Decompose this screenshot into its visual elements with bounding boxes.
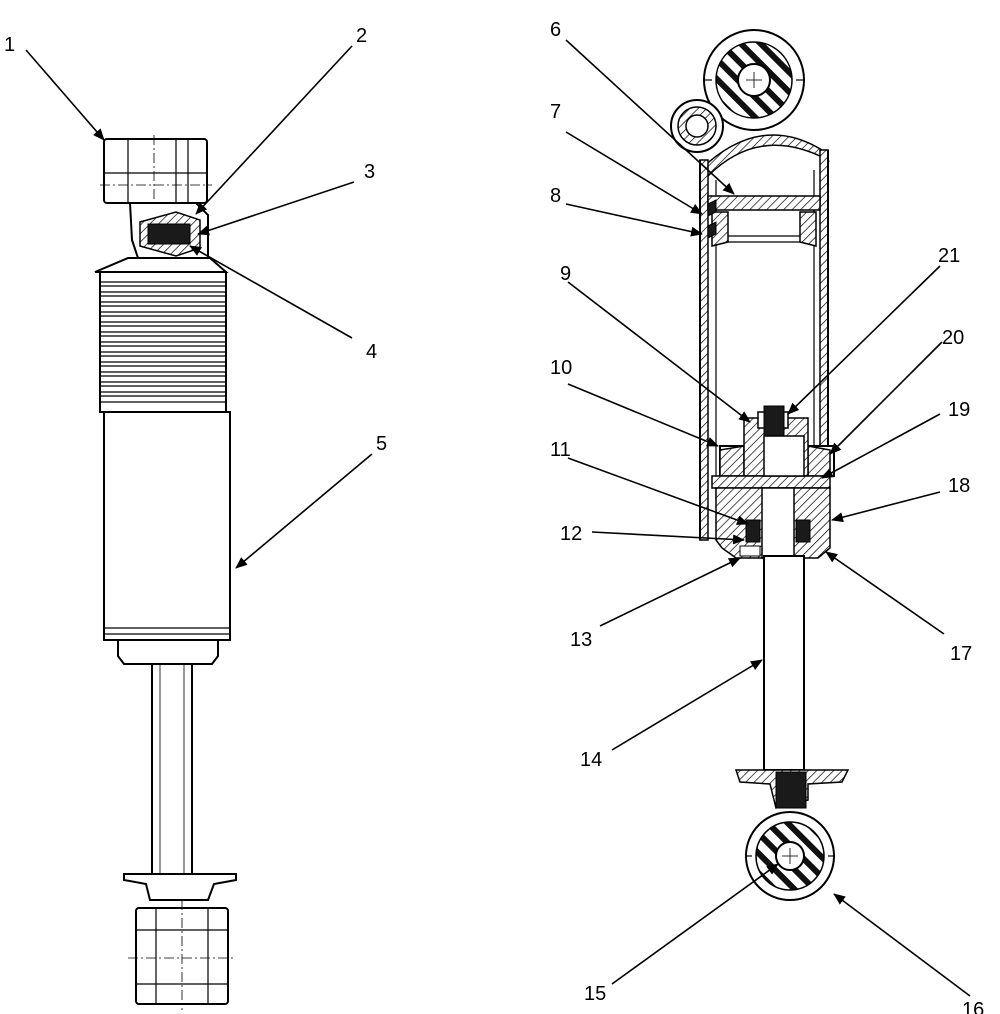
callout-6: 6 xyxy=(550,19,561,41)
callout-7: 7 xyxy=(550,101,561,123)
callout-18: 18 xyxy=(948,475,970,497)
lower-washer xyxy=(734,769,850,809)
callout-13: 13 xyxy=(570,629,592,651)
ribbed-dust-cover xyxy=(99,271,227,413)
callout-17: 17 xyxy=(950,643,972,665)
upper-seal xyxy=(707,195,821,247)
callout-10: 10 xyxy=(550,357,572,379)
outer-tube xyxy=(103,411,231,641)
callout-21: 21 xyxy=(938,245,960,267)
callout-11: 11 xyxy=(550,439,571,461)
callout-12: 12 xyxy=(560,523,582,545)
callout-20: 20 xyxy=(942,327,964,349)
callout-15: 15 xyxy=(584,983,606,1005)
leader-arrows xyxy=(25,39,971,997)
callout-1: 1 xyxy=(4,34,15,56)
lower-bushing-eye xyxy=(745,811,835,901)
callout-16: 16 xyxy=(962,999,984,1014)
callout-3: 3 xyxy=(364,161,375,183)
piston-rod-exterior xyxy=(151,663,193,877)
weld-nut xyxy=(139,211,201,257)
exterior-view xyxy=(94,135,237,1010)
lower-mount-eye xyxy=(128,900,236,1010)
callout-2: 2 xyxy=(356,25,367,47)
rod-guide xyxy=(715,487,831,559)
callout-9: 9 xyxy=(560,263,571,285)
callout-19: 19 xyxy=(948,399,970,421)
piston-rod-section xyxy=(763,435,805,771)
side-ring xyxy=(670,99,724,153)
callout-14: 14 xyxy=(580,749,602,771)
upper-bushing-eye xyxy=(703,29,805,131)
callout-5: 5 xyxy=(376,433,387,455)
callout-labels: 1 2 3 4 5 6 7 8 9 10 11 12 13 14 15 16 1… xyxy=(4,19,984,1014)
upper-mount-eye xyxy=(100,135,212,210)
callout-4: 4 xyxy=(366,341,377,363)
callout-8: 8 xyxy=(550,185,561,207)
